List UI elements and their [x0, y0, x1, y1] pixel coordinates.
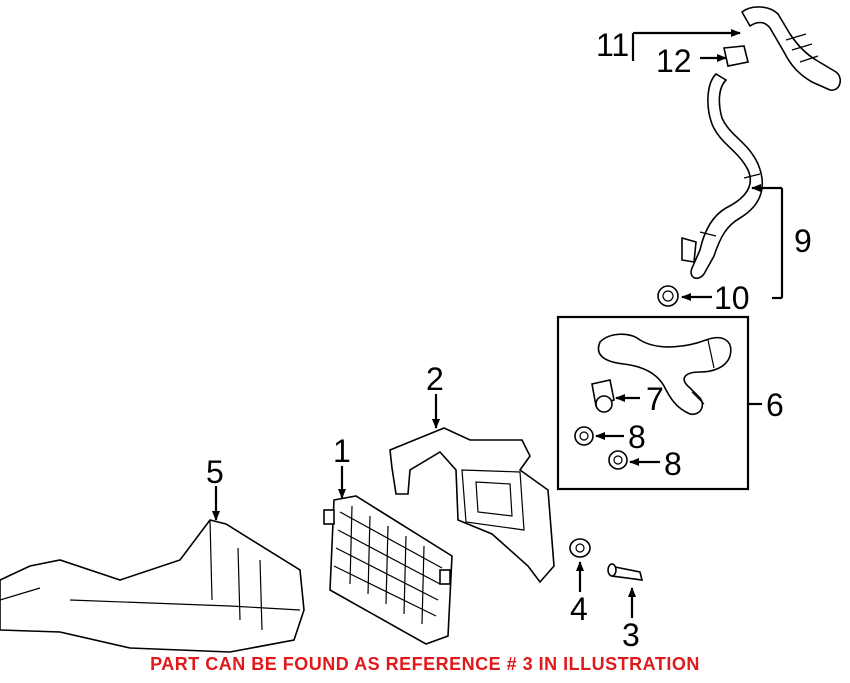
callout-12: 12 — [656, 43, 692, 79]
callout-9: 9 — [794, 223, 812, 259]
callout-3: 3 — [622, 617, 640, 653]
callout-10: 10 — [714, 280, 750, 316]
upper-hose-part-11 — [740, 6, 842, 91]
clamp-part-10 — [657, 285, 679, 307]
bolt-part-3-drawing — [607, 563, 644, 581]
clamp-part-8b-drawing — [608, 450, 628, 470]
callout-11: 11 — [596, 27, 629, 63]
radiator-part-1-drawing — [323, 495, 453, 645]
hose-part-6-drawing — [597, 333, 732, 416]
clip-part-7-drawing — [591, 379, 615, 413]
callout-5: 5 — [206, 454, 224, 490]
washer-part-4-drawing — [569, 538, 591, 558]
bracket-part-2-drawing — [389, 427, 555, 584]
callout-lines — [212, 29, 784, 618]
pipe-part-9 — [681, 72, 764, 280]
callout-1: 1 — [333, 433, 351, 469]
callout-7: 7 — [646, 381, 664, 417]
callout-6: 6 — [766, 387, 784, 423]
duct-part-5-drawing — [0, 519, 305, 653]
callout-8a: 8 — [628, 419, 646, 455]
callout-8b: 8 — [664, 446, 682, 482]
callout-2: 2 — [426, 361, 444, 397]
callout-4: 4 — [570, 591, 588, 627]
clamp-part-12 — [723, 45, 749, 67]
clamp-part-8a-drawing — [574, 426, 594, 446]
reference-note: PART CAN BE FOUND AS REFERENCE # 3 IN IL… — [150, 654, 700, 674]
